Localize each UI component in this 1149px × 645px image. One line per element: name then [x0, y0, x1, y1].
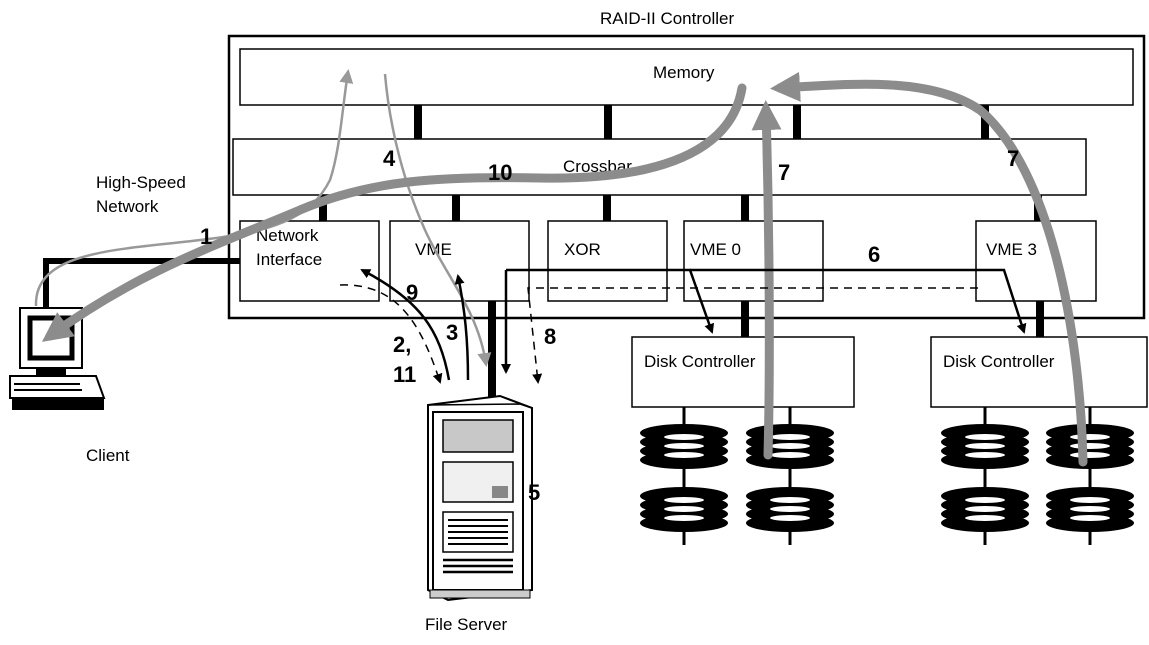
- step-6-label: 6: [868, 242, 880, 267]
- flow-8-arrow: [527, 287, 978, 384]
- network-interface-label: Interface: [256, 250, 322, 269]
- step-1-label: 1: [200, 224, 212, 249]
- disk-icon: [941, 424, 1029, 469]
- disk-controller-left: [631, 336, 855, 408]
- step-9-label: 9: [406, 280, 418, 305]
- file-server-icon: [427, 394, 533, 602]
- flow-9-arrow: [360, 268, 451, 381]
- controller-title: RAID-II Controller: [600, 9, 734, 28]
- vme3-box: [975, 220, 1097, 302]
- vme3-label: VME 3: [986, 240, 1037, 259]
- memory-box: [239, 48, 1134, 106]
- flow-7-right-arrow: [770, 71, 1088, 467]
- disk-icon: [640, 487, 728, 532]
- flow-2-11-arrow: [339, 284, 443, 384]
- disk-icon: [941, 487, 1029, 532]
- memory-label: Memory: [653, 63, 715, 82]
- network-interface-box: [239, 220, 380, 302]
- client-label: Client: [86, 446, 130, 465]
- flow-3-arrow: [454, 274, 470, 381]
- flow-10-arrow: [41, 83, 747, 342]
- client-computer-icon: [9, 307, 106, 410]
- disk-icon: [1046, 424, 1134, 469]
- disk-icon: [746, 487, 834, 532]
- file-server-label: File Server: [425, 615, 508, 634]
- step-3-label: 3: [446, 320, 458, 345]
- disk-controller-left-label: Disk Controller: [644, 352, 756, 371]
- step-7-label: 7: [1007, 146, 1019, 171]
- step-11-label: 11: [393, 362, 416, 387]
- step-10-label: 10: [488, 160, 512, 185]
- disk-stack-left: [640, 407, 834, 545]
- flow-7-left-arrow: [751, 100, 782, 460]
- step-8-label: 8: [544, 324, 556, 349]
- disk-controller-right-label: Disk Controller: [943, 352, 1055, 371]
- disk-stack-right: [941, 407, 1134, 545]
- network-label: High-Speed: [96, 173, 186, 192]
- step-4-label: 4: [383, 146, 396, 171]
- disk-controller-right: [930, 336, 1148, 408]
- disk-icon: [746, 424, 834, 469]
- step-7-label: 7: [778, 160, 790, 185]
- disk-icon: [1046, 487, 1134, 532]
- flow-6-arrow: [690, 268, 1027, 334]
- disk-icon: [640, 424, 728, 469]
- step-2-label: 2,: [393, 332, 411, 357]
- xor-box: [547, 220, 668, 302]
- step-5-label: 5: [528, 480, 540, 505]
- vme0-label: VME 0: [690, 240, 741, 259]
- vme0-box: [683, 220, 824, 302]
- network-label: Network: [96, 197, 159, 216]
- flow-4-arrow: [383, 73, 492, 367]
- xor-label: XOR: [564, 240, 601, 259]
- network-interface-label: Network: [256, 226, 319, 245]
